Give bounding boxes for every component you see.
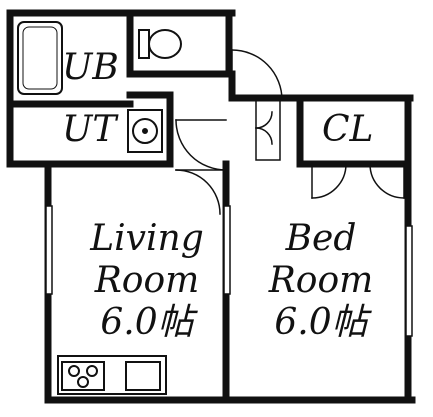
washbasin-icon (127, 109, 163, 153)
living-room-name-1: Living (90, 218, 204, 259)
kitchen-counter (57, 355, 167, 395)
utility-label: UT (62, 109, 117, 150)
toilet-icon (138, 29, 182, 59)
living-room-label: Living Room 6.0帖 (82, 218, 212, 344)
closet-label: CL (322, 109, 374, 150)
bathtub-inner (22, 26, 58, 90)
unit-bath-walls (6, 9, 236, 108)
unit-bath-label: UB (62, 47, 119, 88)
closet-doors (311, 163, 405, 199)
bedroom-name-2: Room (268, 260, 374, 301)
living-room-name-2: Room (94, 260, 200, 301)
living-room-size: 6.0帖 (100, 302, 194, 343)
bedroom-label: Bed Room 6.0帖 (256, 218, 386, 344)
bedroom-name-1: Bed (285, 218, 357, 259)
bathtub (17, 21, 63, 95)
bedroom-size: 6.0帖 (274, 302, 368, 343)
shoe-cabinet (255, 99, 281, 161)
windows (45, 205, 413, 337)
utility-walls (6, 91, 174, 168)
